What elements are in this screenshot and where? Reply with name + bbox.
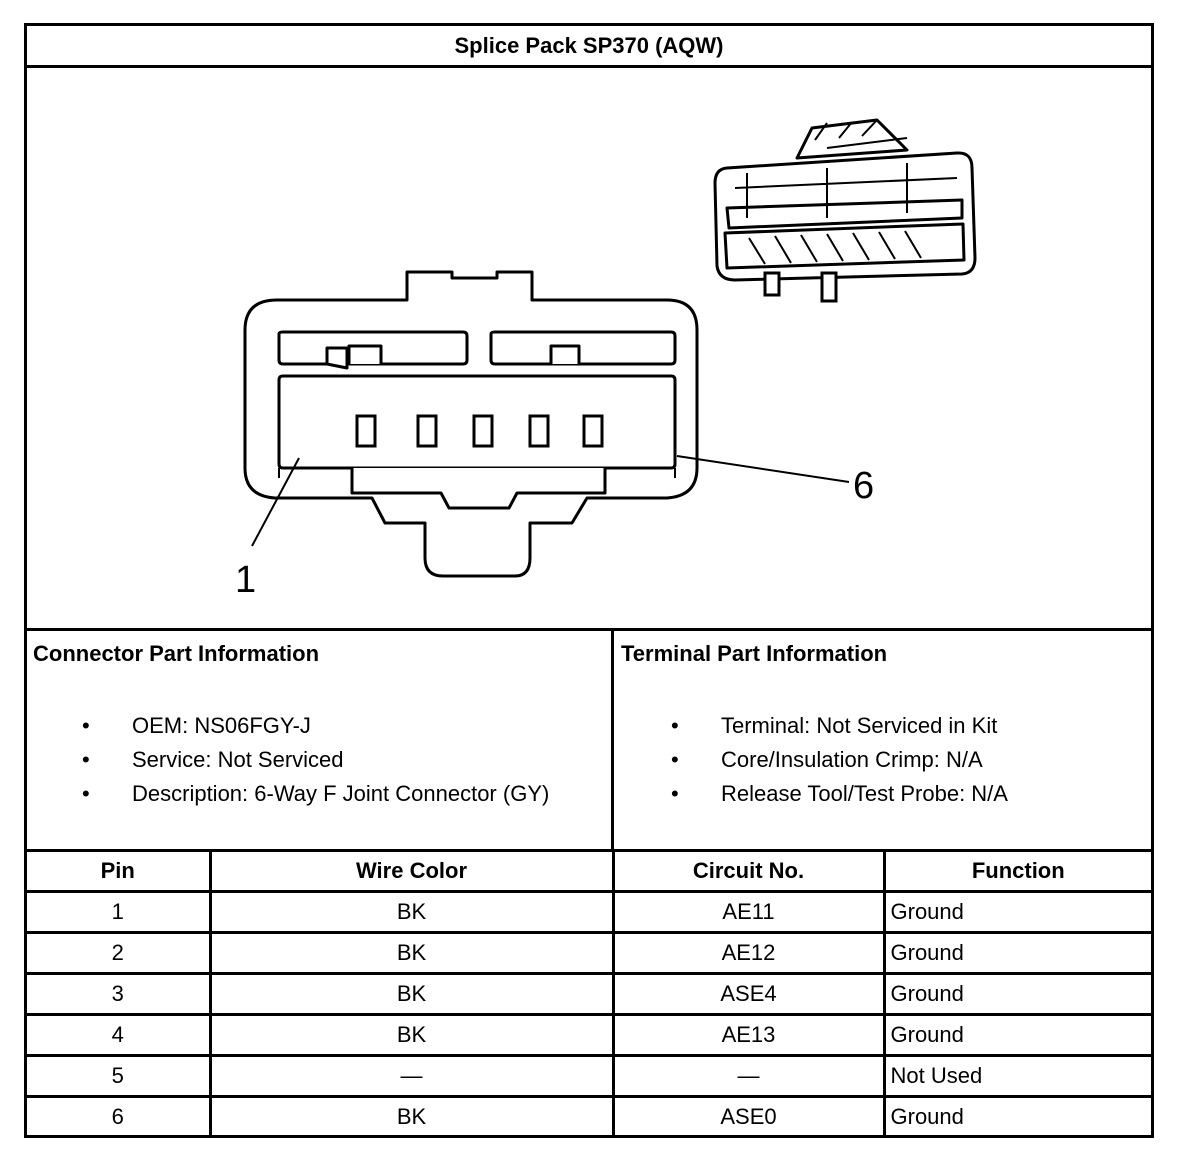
table-row: 5 — — Not Used <box>27 1054 1151 1098</box>
list-item: • Description: 6-Way F Joint Connector (G… <box>82 777 549 811</box>
cell-wire-color: BK <box>208 931 615 975</box>
connector-part-list: • OEM: NS06FGY-J • Service: Not Serviced •… <box>82 709 549 811</box>
header-wire-color: Wire Color <box>208 849 615 893</box>
terminal-release-tool: Release Tool/Test Probe: N/A <box>721 781 1008 806</box>
connector-face-view <box>243 270 699 578</box>
bullet-icon: • <box>671 781 679 806</box>
cell-pin: 2 <box>27 931 212 975</box>
pin-1-leader <box>251 457 300 547</box>
cell-pin: 6 <box>27 1095 212 1136</box>
connector-oem: OEM: NS06FGY-J <box>132 713 311 738</box>
connector-drawing: 1 6 <box>235 118 977 601</box>
cell-function: Ground <box>882 931 1151 975</box>
header-circuit-no: Circuit No. <box>611 849 886 893</box>
table-row: 2 BK AE12 Ground <box>27 931 1151 975</box>
table-header-row: Pin Wire Color Circuit No. Function <box>27 849 1151 893</box>
list-item: • Core/Insulation Crimp: N/A <box>671 743 1008 777</box>
pin-6-callout: 6 <box>853 465 874 507</box>
terminal-part-heading: Terminal Part Information <box>621 641 888 666</box>
cell-wire-color: BK <box>208 890 615 934</box>
bullet-icon: • <box>671 747 679 772</box>
list-item: • OEM: NS06FGY-J <box>82 709 549 743</box>
cell-function: Ground <box>882 1013 1151 1057</box>
cell-function: Ground <box>882 890 1151 934</box>
bullet-icon: • <box>82 781 90 806</box>
cell-circuit: AE12 <box>611 931 886 975</box>
connector-description: Description: 6-Way F Joint Connector (GY… <box>132 781 550 806</box>
cell-pin: 1 <box>27 890 212 934</box>
cell-function: Ground <box>882 972 1151 1016</box>
list-item: • Release Tool/Test Probe: N/A <box>671 777 1008 811</box>
connector-iso-view <box>713 118 977 303</box>
cell-circuit: AE11 <box>611 890 886 934</box>
cell-pin: 5 <box>27 1054 212 1098</box>
cell-wire-color: — <box>208 1054 615 1098</box>
cell-circuit: AE13 <box>611 1013 886 1057</box>
connector-figure: 1 6 <box>27 68 1151 631</box>
terminal-part-info: Terminal Part Information • Terminal: Not… <box>614 631 1151 849</box>
cell-pin: 4 <box>27 1013 212 1057</box>
cell-wire-color: BK <box>208 972 615 1016</box>
table-row: 6 BK ASE0 Ground <box>27 1095 1151 1136</box>
pin-1-callout: 1 <box>235 559 256 601</box>
cell-wire-color: BK <box>208 1013 615 1057</box>
terminal-crimp: Core/Insulation Crimp: N/A <box>721 747 983 772</box>
list-item: • Service: Not Serviced <box>82 743 549 777</box>
terminal-service: Terminal: Not Serviced in Kit <box>721 713 998 738</box>
table-row: 4 BK AE13 Ground <box>27 1013 1151 1057</box>
list-item: • Terminal: Not Serviced in Kit <box>671 709 1008 743</box>
connector-part-info: Connector Part Information • OEM: NS06FGY… <box>27 631 614 849</box>
cell-circuit: ASE0 <box>611 1095 886 1136</box>
cell-pin: 3 <box>27 972 212 1016</box>
cell-wire-color: BK <box>208 1095 615 1136</box>
connector-service: Service: Not Serviced <box>132 747 344 772</box>
pin-6-leader <box>676 455 850 483</box>
bullet-icon: • <box>671 713 679 738</box>
cell-circuit: ASE4 <box>611 972 886 1016</box>
table-row: 1 BK AE11 Ground <box>27 890 1151 934</box>
connector-sheet: Splice Pack SP370 (AQW) <box>24 23 1154 1138</box>
connector-part-heading: Connector Part Information <box>33 641 320 666</box>
cell-circuit: — <box>611 1054 886 1098</box>
pinout-table: Pin Wire Color Circuit No. Function 1 BK… <box>27 849 1151 1136</box>
cell-function: Not Used <box>882 1054 1151 1098</box>
table-row: 3 BK ASE4 Ground <box>27 972 1151 1016</box>
page-title: Splice Pack SP370 (AQW) <box>27 26 1151 68</box>
bullet-icon: • <box>82 747 90 772</box>
header-function: Function <box>882 849 1151 893</box>
header-pin: Pin <box>27 849 212 893</box>
bullet-icon: • <box>82 713 90 738</box>
terminal-part-list: • Terminal: Not Serviced in Kit • Core/Ins… <box>671 709 1008 811</box>
cell-function: Ground <box>882 1095 1151 1136</box>
